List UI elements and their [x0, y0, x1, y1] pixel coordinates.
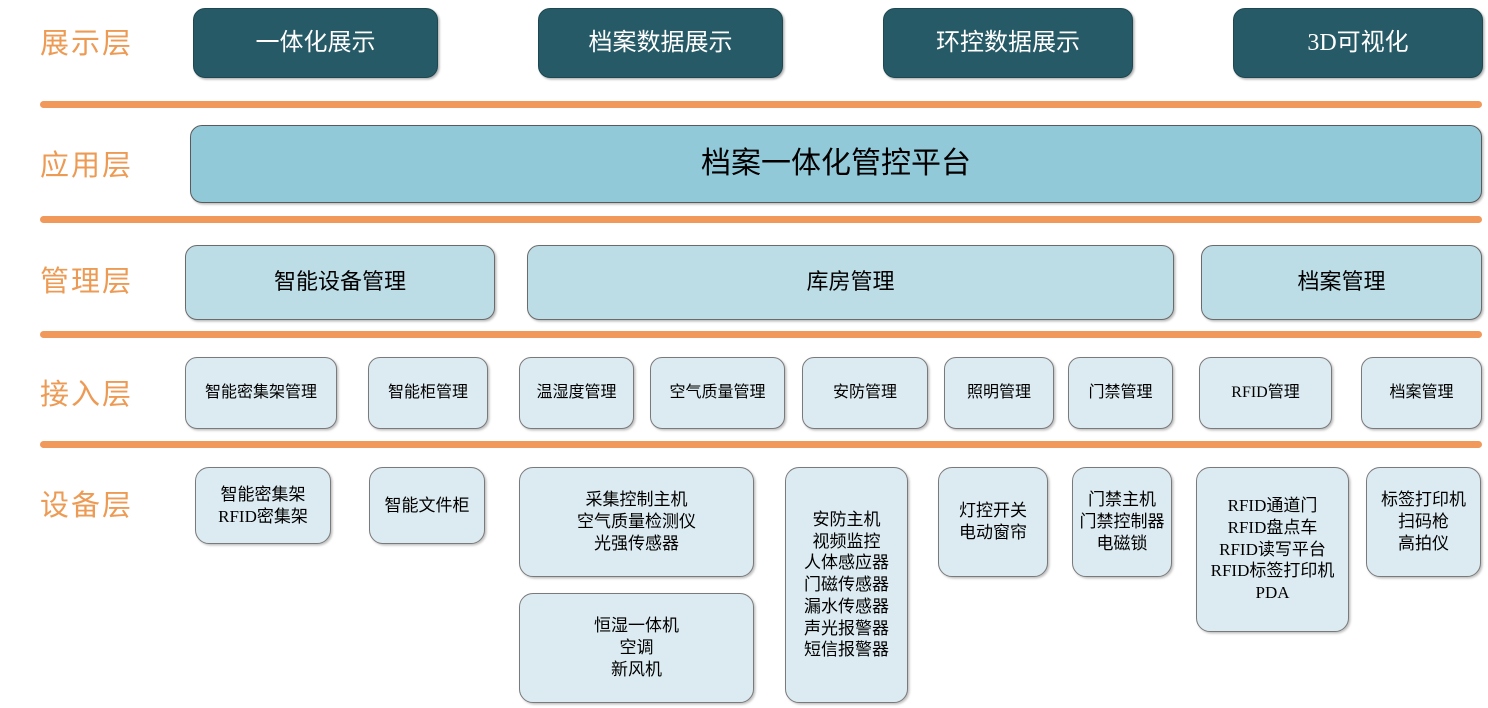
layer-label-device: 设备层 [40, 490, 134, 522]
divider-application-management [40, 216, 1482, 223]
device-node-acquisition-control[interactable]: 采集控制主机 空气质量检测仪 光强传感器 [519, 467, 754, 577]
device-node-archive-peripherals[interactable]: 标签打印机 扫码枪 高拍仪 [1366, 467, 1481, 577]
presentation-node-integrated-display[interactable]: 一体化展示 [193, 8, 438, 78]
device-node-access-control-equipment[interactable]: 门禁主机 门禁控制器 电磁锁 [1072, 467, 1172, 577]
access-node-air-quality-management[interactable]: 空气质量管理 [650, 357, 785, 429]
management-node-warehouse-management[interactable]: 库房管理 [527, 245, 1174, 320]
layer-label-management: 管理层 [40, 266, 134, 298]
divider-access-device [40, 441, 1482, 448]
device-node-lighting-equipment[interactable]: 灯控开关 电动窗帘 [938, 467, 1048, 577]
access-node-archive-management[interactable]: 档案管理 [1361, 357, 1482, 429]
layer-label-application: 应用层 [40, 150, 134, 182]
device-node-compact-shelves[interactable]: 智能密集架 RFID密集架 [195, 467, 331, 544]
access-node-smart-compact-shelf-management[interactable]: 智能密集架管理 [185, 357, 337, 429]
device-node-security-equipment[interactable]: 安防主机 视频监控 人体感应器 门磁传感器 漏水传感器 声光报警器 短信报警器 [785, 467, 908, 703]
presentation-node-archive-data-display[interactable]: 档案数据展示 [538, 8, 783, 78]
layer-label-presentation: 展示层 [40, 28, 134, 60]
management-node-archive-management[interactable]: 档案管理 [1201, 245, 1482, 320]
access-node-rfid-management[interactable]: RFID管理 [1199, 357, 1332, 429]
access-node-lighting-management[interactable]: 照明管理 [944, 357, 1054, 429]
layer-label-access: 接入层 [40, 379, 134, 411]
presentation-node-3d-visualization[interactable]: 3D可视化 [1233, 8, 1483, 78]
device-node-rfid-equipment[interactable]: RFID通道门 RFID盘点车 RFID读写平台 RFID标签打印机 PDA [1196, 467, 1349, 632]
access-node-temp-humidity-management[interactable]: 温湿度管理 [519, 357, 634, 429]
application-node-platform[interactable]: 档案一体化管控平台 [190, 125, 1482, 203]
device-node-smart-file-cabinet[interactable]: 智能文件柜 [369, 467, 485, 544]
access-node-access-control-management[interactable]: 门禁管理 [1068, 357, 1173, 429]
access-node-smart-cabinet-management[interactable]: 智能柜管理 [368, 357, 488, 429]
presentation-node-env-data-display[interactable]: 环控数据展示 [883, 8, 1133, 78]
access-node-security-management[interactable]: 安防管理 [802, 357, 928, 429]
divider-presentation-application [40, 101, 1482, 108]
divider-management-access [40, 331, 1482, 338]
management-node-smart-device-management[interactable]: 智能设备管理 [185, 245, 495, 320]
device-node-humidity-hvac[interactable]: 恒湿一体机 空调 新风机 [519, 593, 754, 703]
